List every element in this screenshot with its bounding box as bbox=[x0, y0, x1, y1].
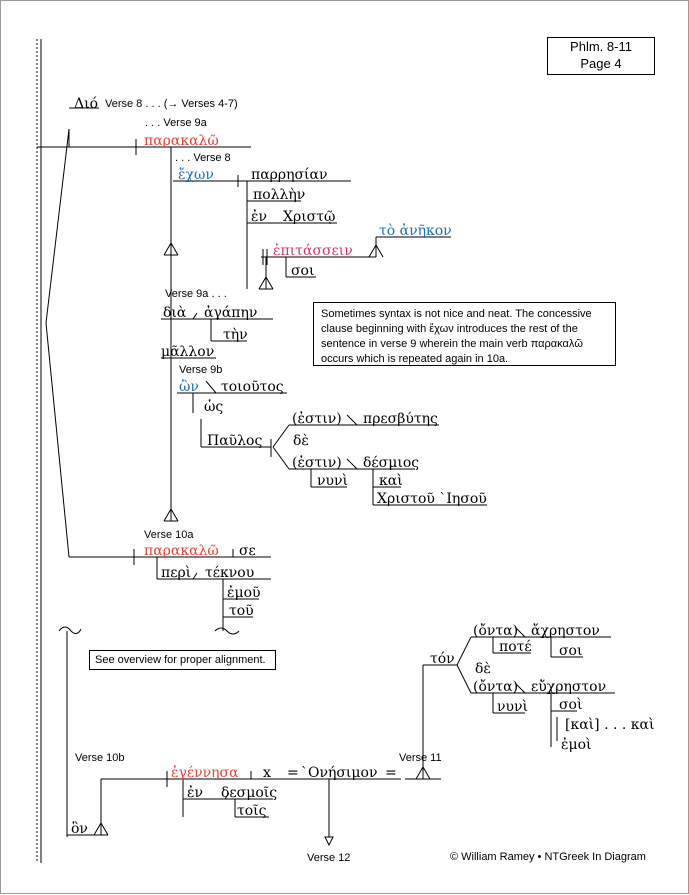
reference-line1: Phlm. 8-11 bbox=[570, 39, 632, 54]
label-verse10a: Verse 10a bbox=[144, 529, 194, 541]
word-x: x bbox=[263, 765, 271, 781]
left-border-chain bbox=[36, 39, 42, 863]
word-en-1: ἐν bbox=[251, 208, 267, 225]
label-verse9b: Verse 9b bbox=[179, 364, 222, 376]
word-mallon: μᾶλλον bbox=[161, 344, 214, 360]
word-epitassein: ἐπιτάσσειν bbox=[273, 242, 353, 259]
word-desmois: δεσμοῖς bbox=[221, 785, 277, 801]
word-hos: ὡς bbox=[204, 398, 223, 415]
copyright-footer: © William Ramey • NTGreek In Diagram bbox=[450, 851, 646, 863]
main-clause-lines bbox=[37, 107, 271, 565]
word-desmios: δέσμιος bbox=[363, 454, 419, 471]
word-christo: Χριστῷ bbox=[283, 209, 335, 225]
label-verse12: Verse 12 bbox=[307, 852, 350, 864]
word-de-2: δὲ bbox=[475, 660, 491, 677]
word-soi-1: σοι bbox=[291, 263, 314, 279]
word-nuni-2: νυνὶ bbox=[497, 698, 528, 715]
word-estin-2: (ἐστιν) bbox=[292, 454, 342, 471]
syntax-note: Sometimes syntax is not nice and neat. T… bbox=[313, 302, 616, 366]
word-tou: τοῦ bbox=[229, 603, 254, 619]
word-hon: ὃν bbox=[71, 820, 88, 837]
label-verse9a-first: . . . Verse 9a bbox=[145, 117, 208, 129]
reference-line2: Page 4 bbox=[580, 56, 622, 71]
word-egennesa: ἐγέννησα bbox=[171, 764, 239, 781]
word-nuni-1: νυνὶ bbox=[317, 472, 348, 489]
word-pote: ποτέ bbox=[499, 638, 532, 655]
word-soi-2: σοι bbox=[559, 643, 582, 659]
word-kai-1: καὶ bbox=[379, 472, 403, 489]
word-en-2: ἐν bbox=[187, 784, 203, 801]
label-verse9a-second: Verse 9a . . . bbox=[165, 288, 227, 300]
word-soi-3: σοὶ bbox=[559, 696, 582, 713]
word-dia: διὰ bbox=[163, 305, 187, 321]
word-achreston: ἄχρηστον bbox=[531, 622, 600, 639]
word-parakalo-1: παρακαλῶ bbox=[144, 133, 219, 149]
word-agapen: ἀγάπην bbox=[204, 304, 257, 321]
equals-sign-2: = bbox=[385, 765, 397, 781]
word-estin-1: (ἐστιν) bbox=[292, 410, 342, 427]
stand-icon bbox=[163, 508, 179, 522]
label-verse10b: Verse 10b bbox=[75, 752, 125, 764]
word-on: ὢν bbox=[179, 378, 199, 395]
word-echon: ἔχων bbox=[178, 166, 214, 183]
word-onta-1: (ὄντα) bbox=[473, 622, 518, 639]
word-presbutes: πρεσβύτης bbox=[363, 411, 438, 427]
word-parresian: παρρησίαν bbox=[251, 166, 328, 183]
word-se: σε bbox=[239, 543, 256, 559]
label-verse8-forward: Verse 8 . . . (→ Verses 4-7) bbox=[105, 98, 238, 110]
word-peri: περὶ bbox=[161, 564, 191, 581]
word-pollen: πολλὴν bbox=[253, 187, 305, 203]
word-kai-bracket: [καὶ] . . . καὶ bbox=[565, 716, 654, 733]
word-to-anekon: τὸ ἀνῆκον bbox=[379, 222, 452, 239]
overview-note: See overview for proper alignment. bbox=[89, 650, 276, 670]
word-onesimon: `Ονήσιμον bbox=[301, 765, 377, 781]
reference-box: Phlm. 8-11 Page 4 bbox=[547, 37, 655, 75]
word-toioutos: τοιοῦτος bbox=[221, 379, 284, 395]
word-tois: τοῖς bbox=[237, 803, 267, 819]
equals-sign-1: = bbox=[287, 765, 299, 781]
word-emoi: ἐμοὶ bbox=[561, 736, 592, 753]
word-emou: ἐμοῦ bbox=[227, 584, 261, 601]
word-dio: Διό bbox=[74, 96, 98, 112]
label-verse8-second: . . . Verse 8 bbox=[175, 152, 231, 164]
word-christou-iesou: Χριστοῦ `Ιησοῦ bbox=[377, 491, 487, 507]
word-euchreston: εὔχρηστον bbox=[531, 678, 606, 695]
word-onta-2: (ὄντα) bbox=[473, 678, 518, 695]
label-verse11: Verse 11 bbox=[399, 752, 442, 764]
word-ton: τόν bbox=[430, 651, 455, 667]
word-ten: τὴν bbox=[223, 327, 248, 343]
word-teknou: τέκνου bbox=[205, 564, 254, 581]
word-paulos: Παῦλος bbox=[207, 433, 262, 449]
word-parakalo-2: παρακαλῶ bbox=[144, 543, 219, 559]
word-de-1: δὲ bbox=[293, 432, 309, 449]
